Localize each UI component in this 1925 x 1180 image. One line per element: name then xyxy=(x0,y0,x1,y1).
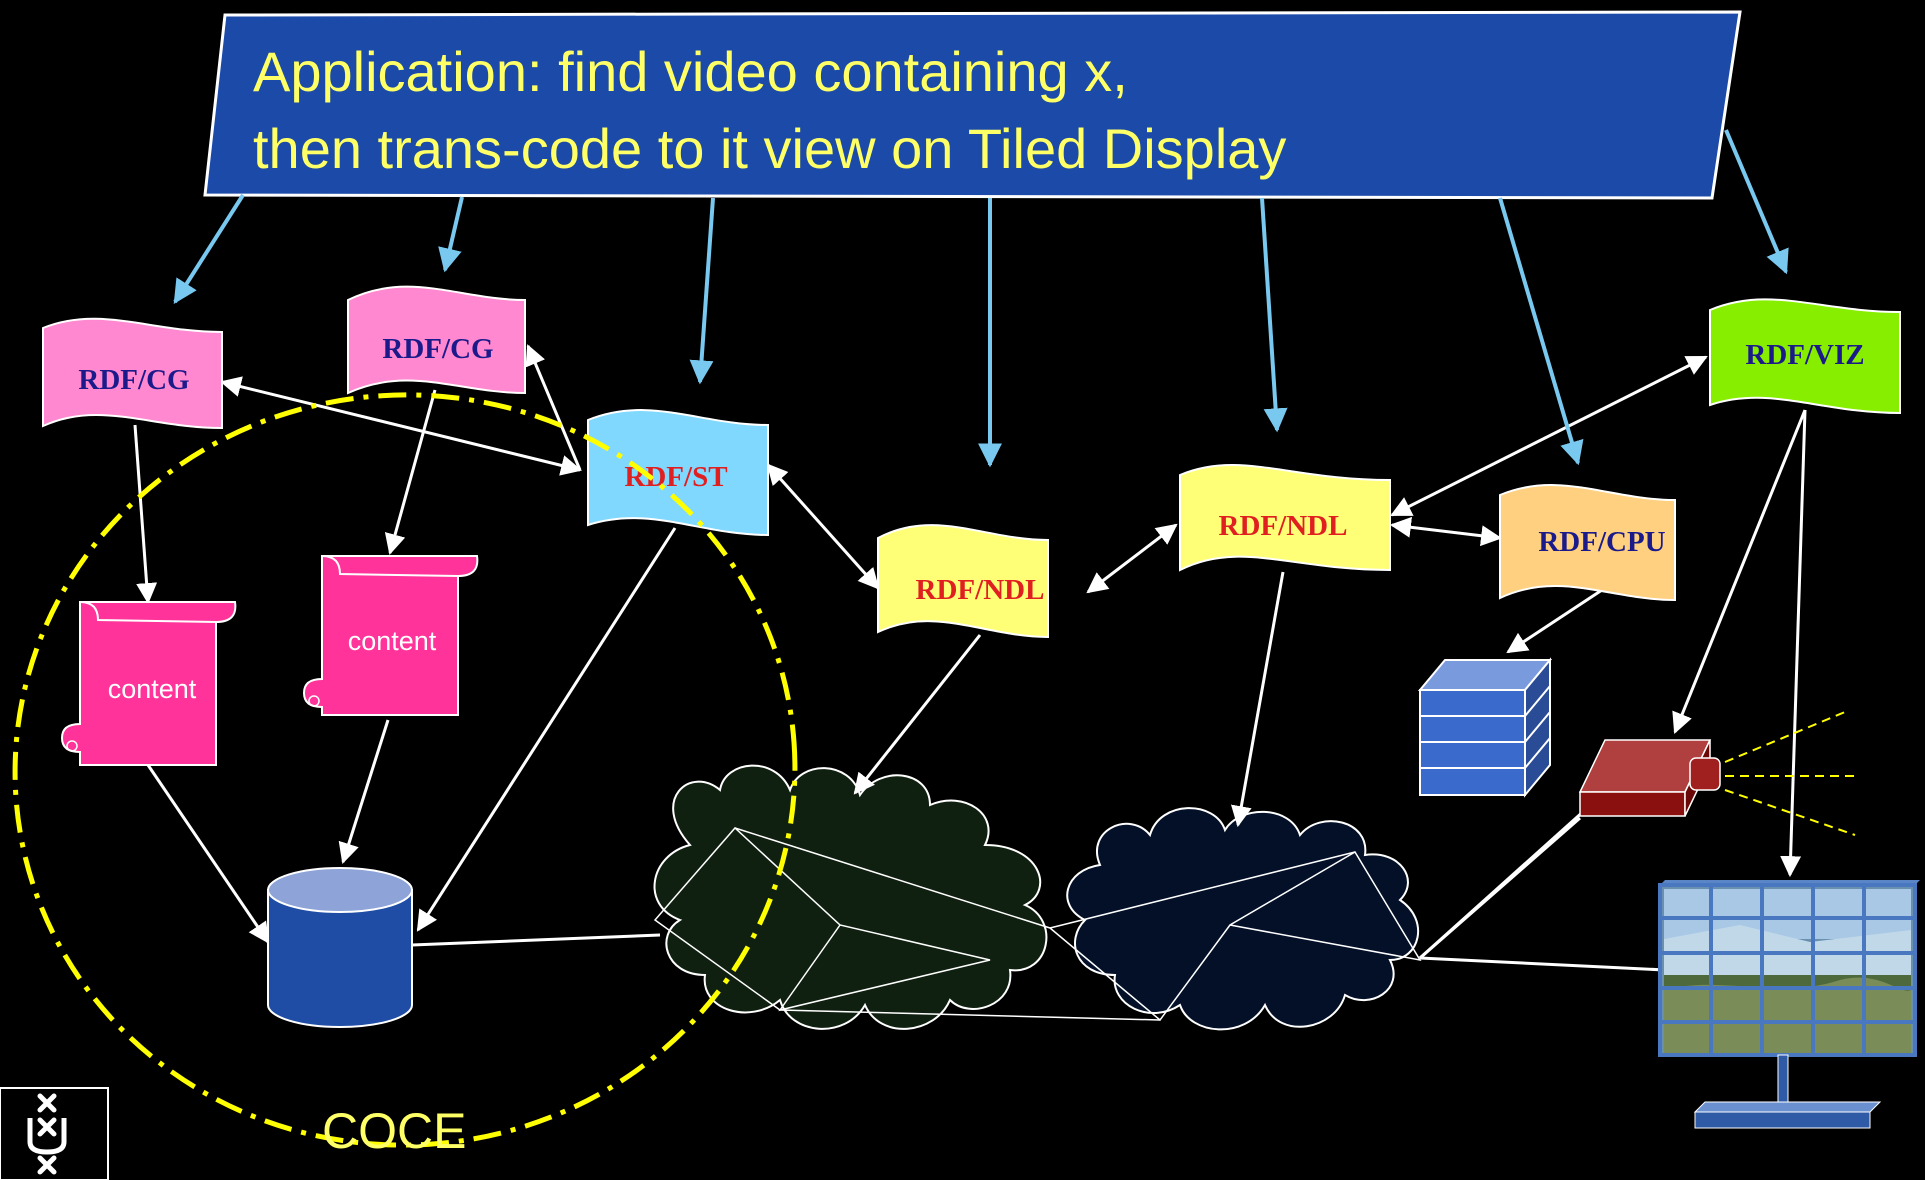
flag-rdf-viz xyxy=(1709,298,1901,415)
projector-icon xyxy=(1578,711,1856,836)
flag-rdf-st xyxy=(587,409,769,537)
flag-label-rdf-cg-mid: RDF/CG xyxy=(382,333,493,365)
cpu-server-icon xyxy=(1417,657,1553,798)
banner-line-1: Application: find video containing x, xyxy=(253,40,1128,103)
flag-label-rdf-viz: RDF/VIZ xyxy=(1745,339,1864,371)
database-icon xyxy=(267,867,413,1028)
flag-label-rdf-ndl-right: RDF/NDL xyxy=(1219,510,1348,542)
application-banner xyxy=(203,10,1742,200)
banner-arrows xyxy=(173,129,1789,468)
coce-boundary xyxy=(12,392,798,1148)
flag-rdf-ndl-left xyxy=(877,524,1049,639)
flag-rdf-ndl-right xyxy=(1179,464,1391,572)
flag-label-rdf-cpu: RDF/CPU xyxy=(1538,526,1665,558)
university-logo xyxy=(0,1087,109,1180)
content-label-left: content xyxy=(108,674,197,704)
banner-line-2: then trans-code to it view on Tiled Disp… xyxy=(253,117,1286,180)
content-scroll-left xyxy=(60,601,237,766)
flag-label-rdf-st: RDF/ST xyxy=(624,461,727,493)
content-scroll-mid xyxy=(302,555,479,716)
flag-rdf-cg-left xyxy=(42,317,223,430)
network-cloud-left xyxy=(653,764,1051,1030)
network-cloud-right xyxy=(779,807,1422,1031)
flag-label-rdf-ndl-left: RDF/NDL xyxy=(916,574,1045,606)
flag-rdf-cg-mid xyxy=(347,285,526,395)
flag-rdf-cpu xyxy=(1499,484,1676,602)
tiled-display-icon xyxy=(1658,880,1920,1129)
content-label-mid: content xyxy=(348,626,437,656)
flag-label-rdf-cg-left: RDF/CG xyxy=(78,364,189,396)
connection-lines xyxy=(133,344,1807,972)
coce-label: COCE xyxy=(322,1103,466,1159)
